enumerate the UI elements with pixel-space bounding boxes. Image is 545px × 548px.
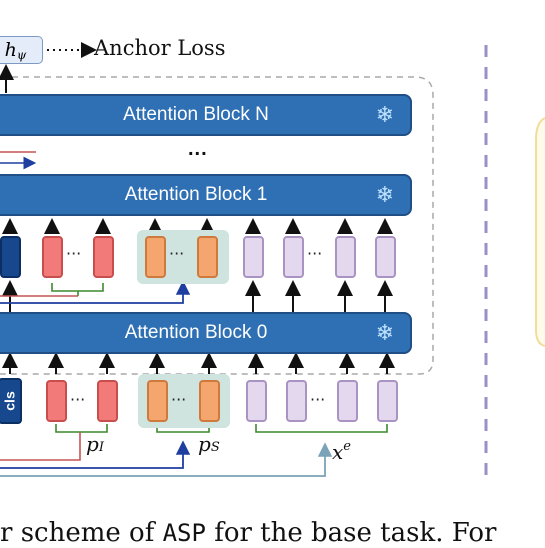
frozen-backbone-outline [0, 76, 434, 375]
token-ellipsis: ··· [171, 390, 187, 409]
caption-after: for the base task. For [205, 518, 497, 548]
shared-prompt-token [147, 380, 168, 422]
snowflake-icon: ❄ [375, 102, 394, 127]
token-ellipsis: ··· [307, 244, 323, 263]
caption-before: r scheme of [0, 518, 163, 548]
attention-block-n-label: Attention Block N [123, 104, 269, 125]
image-token [286, 380, 307, 422]
token-ellipsis: ··· [169, 244, 185, 263]
x-e-label: xe [332, 439, 351, 464]
x-e-letter: x [332, 440, 344, 464]
attention-block-0-label: Attention Block 0 [124, 322, 268, 343]
p-i-subscript: I [98, 440, 104, 455]
head-label: h [4, 39, 17, 61]
figure-caption: r scheme of ASP for the base task. For [0, 518, 496, 548]
image-token [246, 380, 267, 422]
snowflake-icon: ❄ [375, 182, 394, 207]
input-prompt-token [93, 236, 114, 278]
token-ellipsis: ··· [70, 390, 86, 409]
shared-prompt-token [199, 380, 220, 422]
p-s-letter: p [198, 432, 211, 456]
right-panel-edge [535, 117, 545, 347]
p-i-label: pI [86, 432, 104, 456]
image-token [283, 236, 304, 278]
image-token [377, 380, 398, 422]
blocks-ellipsis: ... [188, 138, 208, 160]
attention-block-1: Attention Block 1 ❄ [0, 174, 412, 216]
attention-block-n: Attention Block N ❄ [0, 94, 412, 136]
input-prompt-token [97, 380, 118, 422]
cls-token: cls [0, 378, 22, 424]
attention-block-1-label: Attention Block 1 [124, 184, 268, 205]
image-token [337, 380, 358, 422]
snowflake-icon: ❄ [375, 320, 394, 345]
p-i-letter: p [86, 432, 99, 456]
token-ellipsis: ··· [66, 244, 82, 263]
image-token [243, 236, 264, 278]
input-prompt-token [46, 380, 67, 422]
shared-prompt-token [197, 236, 218, 278]
head-subscript: ψ [16, 48, 27, 62]
cls-token-upper [0, 236, 21, 278]
shared-prompt-token [145, 236, 166, 278]
p-s-subscript: S [210, 440, 220, 455]
x-e-superscript: e [343, 439, 351, 454]
image-token [375, 236, 396, 278]
anchor-loss-label: Anchor Loss [94, 36, 226, 60]
image-token [335, 236, 356, 278]
attention-block-0: Attention Block 0 ❄ [0, 312, 412, 354]
caption-method-name: ASP [162, 519, 206, 547]
cls-token-label: cls [2, 391, 18, 411]
token-ellipsis: ··· [310, 390, 326, 409]
p-s-label: pS [198, 432, 220, 456]
input-prompt-token [42, 236, 63, 278]
